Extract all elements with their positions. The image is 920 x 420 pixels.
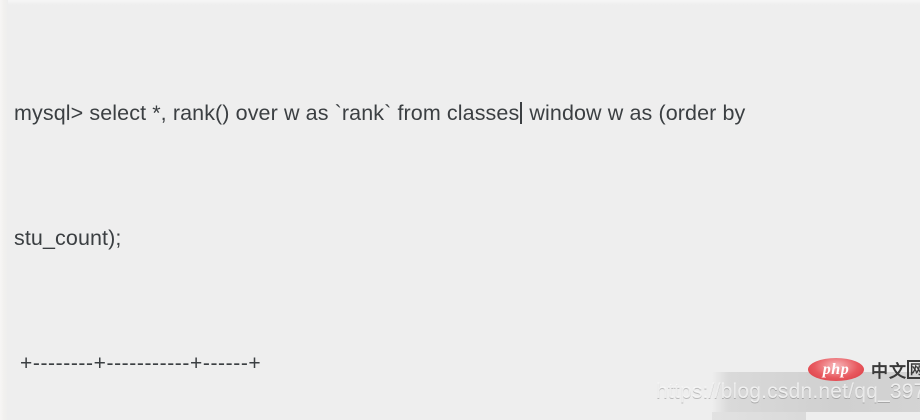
- logo-char-wang: 网: [907, 360, 920, 379]
- pane-left-edge: [0, 0, 8, 420]
- mysql-prompt: mysql>: [14, 100, 90, 125]
- query-text-after-caret: window w as (order by: [523, 100, 746, 125]
- text-cursor: [520, 101, 523, 124]
- mysql-console-output[interactable]: mysql> select *, rank() over w as `rank`…: [14, 4, 900, 420]
- command-line[interactable]: mysql> select *, rank() over w as `rank`…: [14, 98, 900, 129]
- table-separator-top: +--------+-----------+------+: [20, 352, 262, 376]
- command-line-continuation: stu_count);: [14, 226, 122, 251]
- query-text-before-caret: select *, rank() over w as `rank` from c…: [89, 100, 520, 125]
